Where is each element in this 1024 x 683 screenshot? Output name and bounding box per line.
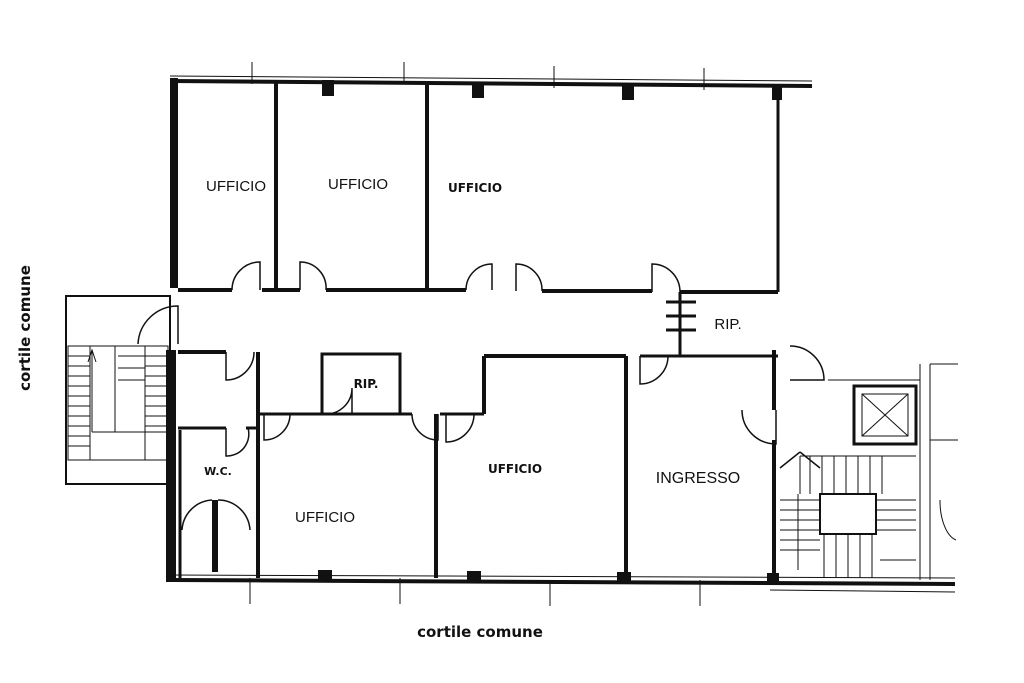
- stair-left: [65, 295, 171, 485]
- room-label-ufficio-5: UFFICIO: [295, 509, 355, 526]
- rip-storage-small-walls: [320, 352, 402, 416]
- courtyard-label-left: cortile comune: [16, 265, 34, 391]
- outer-walls: [166, 75, 956, 593]
- room-label-ingresso: INGRESSO: [656, 470, 740, 487]
- pillars: [318, 80, 782, 585]
- room-label-wc: W.C.: [204, 465, 232, 478]
- room-label-rip-small: RIP.: [354, 377, 379, 391]
- room-label-ufficio-1: UFFICIO: [206, 178, 266, 195]
- room-label-ufficio-4: UFFICIO: [488, 462, 542, 476]
- stair-right: [779, 363, 958, 580]
- door-swings: [137, 261, 825, 531]
- dimension-ticks: [249, 62, 705, 606]
- rip-storage-right-walls: [666, 292, 778, 358]
- room-label-ufficio-2: UFFICIO: [328, 176, 388, 193]
- room-label-rip-right: RIP.: [714, 316, 741, 333]
- room-label-ufficio-3: UFFICIO: [448, 181, 502, 195]
- courtyard-label-bottom: cortile comune: [417, 623, 543, 641]
- interior-walls-lower: [178, 350, 680, 578]
- interior-walls-upper: [178, 82, 778, 294]
